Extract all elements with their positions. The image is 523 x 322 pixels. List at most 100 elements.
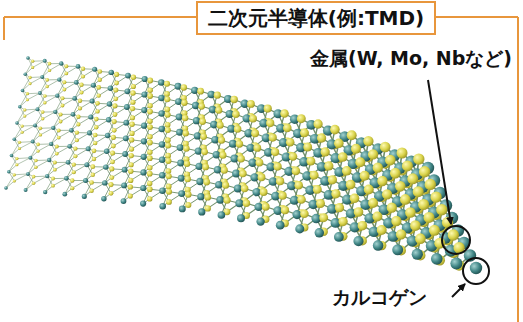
chalcogen-atom	[297, 114, 306, 123]
chalcogen-label: カルコゲン	[330, 286, 429, 309]
chalcogen-atom	[147, 134, 152, 139]
metal-atom	[103, 164, 108, 169]
metal-atom	[86, 146, 91, 151]
chalcogen-atom	[310, 171, 319, 180]
chalcogen-atom	[260, 188, 268, 196]
metal-atom	[159, 203, 166, 210]
metal-atom	[108, 85, 113, 90]
metal-atom	[198, 208, 205, 215]
chalcogen-atom	[92, 157, 96, 161]
chalcogen-atom	[217, 122, 224, 129]
chalcogen-atom	[51, 177, 55, 181]
bond	[40, 128, 53, 135]
chalcogen-atom	[48, 62, 52, 66]
metal-atom	[64, 176, 69, 181]
metal-atom	[92, 67, 97, 72]
chalcogen-atom	[89, 180, 94, 185]
metal-atom	[192, 102, 199, 109]
chalcogen-atom	[43, 94, 47, 98]
chalcogen-atom	[34, 165, 37, 168]
chalcogen-atom	[62, 80, 66, 84]
metal-atom	[36, 107, 40, 111]
chalcogen-atom	[147, 109, 153, 115]
chalcogen-atom	[184, 176, 190, 182]
chalcogen-atom	[164, 96, 170, 102]
metal-atom	[159, 126, 166, 133]
chalcogen-atom	[425, 179, 436, 190]
metal-atom	[213, 151, 221, 159]
metal-atom	[140, 169, 146, 175]
chalcogen-atom	[165, 153, 171, 159]
chalcogen-atom	[129, 147, 134, 152]
chalcogen-atom	[147, 93, 153, 99]
chalcogen-atom	[200, 133, 207, 140]
chalcogen-atom	[410, 220, 421, 231]
chalcogen-atom	[185, 191, 191, 197]
metal-atom	[7, 170, 11, 174]
metal-atom	[195, 147, 202, 154]
chalcogen-atom	[76, 115, 80, 119]
metal-atom	[13, 138, 17, 142]
metal-atom	[177, 144, 184, 151]
chalcogen-atom	[350, 193, 360, 203]
chalcogen-atom	[96, 85, 101, 90]
chalcogen-atom	[109, 175, 114, 180]
chalcogen-atom	[147, 140, 153, 146]
metal-atom	[177, 160, 184, 167]
highlight-circle	[442, 226, 470, 254]
metal-atom	[10, 154, 14, 158]
bond	[30, 77, 42, 84]
chalcogen-atom	[166, 173, 172, 179]
chalcogen-atom	[111, 144, 116, 149]
chalcogen-atom	[387, 203, 397, 213]
chalcogen-atom	[266, 119, 274, 127]
metal-atom	[392, 244, 403, 255]
chalcogen-atom	[31, 66, 34, 69]
chalcogen-atom	[57, 136, 61, 140]
chalcogen-atom	[321, 147, 330, 156]
chalcogen-atom	[15, 163, 18, 166]
chalcogen-atom	[96, 93, 100, 97]
chalcogen-atom	[303, 143, 312, 152]
chalcogen-atom	[203, 179, 210, 186]
chalcogen-atom	[72, 170, 76, 174]
chalcogen-atom	[347, 130, 357, 140]
metal-atom	[125, 88, 131, 94]
chalcogen-atom	[98, 77, 102, 81]
metal-atom	[176, 129, 183, 136]
leader-arrow	[428, 80, 451, 224]
metal-atom	[252, 188, 260, 196]
chalcogen-atom	[400, 194, 411, 205]
chalcogen-atom	[53, 160, 57, 164]
chalcogen-atom	[269, 133, 277, 141]
chalcogen-atom	[18, 141, 21, 144]
metal-atom	[84, 162, 89, 167]
metal-atom	[51, 126, 55, 130]
chalcogen-atom	[147, 171, 153, 177]
bond	[17, 158, 31, 165]
chalcogen-atom	[292, 167, 301, 176]
chalcogen-atom	[317, 133, 326, 142]
chalcogen-atom	[108, 182, 113, 187]
chalcogen-atom	[331, 189, 340, 198]
metal-atom	[87, 130, 92, 135]
chalcogen-atom	[109, 166, 114, 171]
chalcogen-atom	[346, 180, 356, 190]
chalcogen-atom	[165, 127, 171, 133]
metal-atom	[104, 149, 109, 154]
chalcogen-atom	[436, 204, 447, 215]
chalcogen-atom	[147, 155, 153, 161]
chalcogen-atom	[289, 152, 298, 161]
chalcogen-atom	[45, 85, 48, 88]
chalcogen-atom	[113, 88, 118, 93]
chalcogen-atom	[147, 150, 152, 155]
chalcogen-atom	[23, 115, 26, 118]
chalcogen-atom	[313, 119, 322, 128]
chalcogen-atom	[430, 191, 441, 202]
chalcogen-atom	[334, 138, 344, 148]
metal-atom	[105, 133, 110, 138]
metal-atom	[276, 221, 285, 230]
chalcogen-atom	[61, 104, 65, 108]
chalcogen-atom	[110, 151, 115, 156]
chalcogen-atom	[319, 213, 328, 222]
